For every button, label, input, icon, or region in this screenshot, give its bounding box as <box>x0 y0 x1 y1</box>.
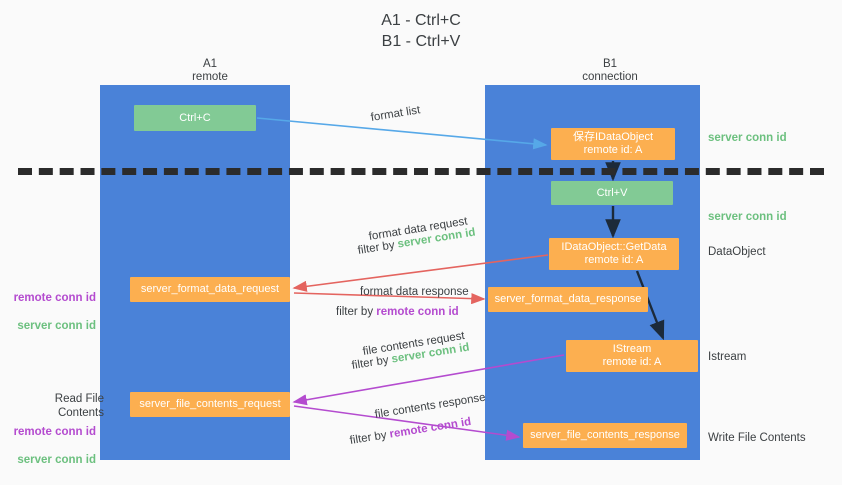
page-title: A1 - Ctrl+C B1 - Ctrl+V <box>381 12 461 50</box>
annotation-istream: Istream <box>708 351 747 363</box>
node-idataobject-line2: remote id: A <box>583 144 643 156</box>
node-getdata[interactable]: IDataObject::GetData remote id: A <box>549 238 679 270</box>
node-server-file-contents-request[interactable]: server_file_contents_request <box>130 392 290 417</box>
node-ctrl-v[interactable]: Ctrl+V <box>551 181 673 205</box>
phase-separator <box>18 168 824 175</box>
annotation-server-conn-id-mid: server conn id <box>708 211 787 223</box>
annotation-write-file-contents: Write File Contents <box>708 432 806 444</box>
filter-prefix: filter by <box>350 353 393 372</box>
node-idataobject-line1: 保存IDataObject <box>572 131 654 143</box>
node-istream-line2: remote id: A <box>602 356 662 368</box>
annotation-server-conn-id-top: server conn id <box>708 132 787 144</box>
annotation-remote-conn-id-1: remote conn id <box>13 292 96 304</box>
annotation-dataobject: DataObject <box>708 246 766 258</box>
node-ctrl-v-label: Ctrl+V <box>596 186 628 199</box>
annotation-remote-conn-id-2: remote conn id <box>13 426 96 438</box>
node-server-format-data-response-label: server_format_data_response <box>494 293 642 305</box>
node-getdata-line1: IDataObject::GetData <box>561 241 667 253</box>
filter-prefix: filter by <box>356 238 399 257</box>
column-header-a1-subtitle: remote <box>192 71 228 83</box>
annotation-left-conn-ids-2: remote conn id server conn id <box>8 411 96 481</box>
edge-label-format-list: format list <box>369 104 422 124</box>
node-idataobject[interactable]: 保存IDataObject remote id: A <box>551 128 675 160</box>
node-server-format-data-request[interactable]: server_format_data_request <box>130 277 290 302</box>
annotation-read-file-contents: Read File Contents <box>54 393 104 419</box>
annotation-left-conn-ids-1: remote conn id server conn id <box>8 277 96 347</box>
column-header-b1: B1 connection <box>530 58 690 84</box>
column-header-b1-subtitle: connection <box>582 71 638 83</box>
node-server-file-contents-request-label: server_file_contents_request <box>139 398 281 410</box>
node-ctrl-c-label: Ctrl+C <box>179 111 211 124</box>
edge-label-file-contents-response-filter: filter by remote conn id <box>349 415 473 449</box>
annotation-server-conn-id-1: server conn id <box>17 320 96 332</box>
column-header-a1: A1 remote <box>130 58 290 84</box>
filter-value-remote-conn-id: remote conn id <box>376 306 459 318</box>
edge-label-format-data-response: format data response <box>360 286 469 298</box>
edge-label-format-data-response-filter: filter by remote conn id <box>336 305 459 320</box>
filter-prefix: filter by <box>348 428 391 447</box>
annotation-server-conn-id-2: server conn id <box>17 454 96 466</box>
node-istream[interactable]: IStream remote id: A <box>566 340 698 372</box>
filter-value-remote-conn-id: remote conn id <box>388 415 473 441</box>
filter-prefix: filter by <box>336 306 377 318</box>
node-server-format-data-response[interactable]: server_format_data_response <box>488 287 648 312</box>
node-server-file-contents-response[interactable]: server_file_contents_response <box>523 423 687 448</box>
node-server-file-contents-response-label: server_file_contents_response <box>530 429 680 441</box>
node-ctrl-c[interactable]: Ctrl+C <box>134 105 256 131</box>
node-istream-line1: IStream <box>612 343 652 355</box>
column-header-b1-title: B1 <box>602 58 618 70</box>
node-getdata-line2: remote id: A <box>584 254 644 266</box>
column-header-a1-title: A1 <box>202 58 218 70</box>
node-server-format-data-request-label: server_format_data_request <box>140 283 280 295</box>
